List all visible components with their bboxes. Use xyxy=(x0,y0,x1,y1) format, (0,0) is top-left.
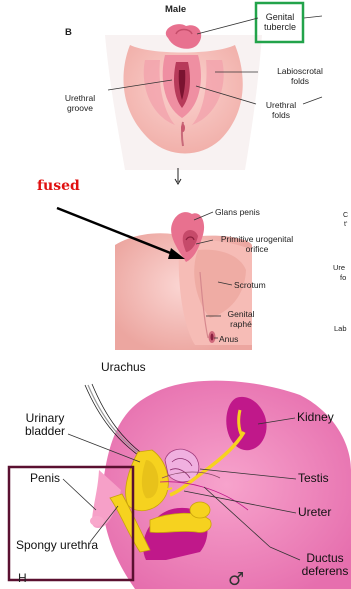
genital-tubercle-label: Genital tubercle xyxy=(258,12,302,32)
penis-label: Penis xyxy=(30,472,60,485)
panel-b-letter: B xyxy=(65,28,72,38)
scrotum-label: Scrotum xyxy=(234,280,266,290)
ductus-deferens-label: Ductus deferens xyxy=(300,552,350,578)
male-symbol-icon: ♂ xyxy=(228,571,244,589)
cut-label-fo: fo xyxy=(340,273,346,283)
panel-h-letter: H xyxy=(18,571,27,585)
cut-label-t: t‘ xyxy=(344,220,348,230)
fused-annotation: fused xyxy=(37,178,80,194)
anus-label: Anus xyxy=(219,334,238,344)
kidney-label: Kidney xyxy=(297,411,334,424)
ureter-label: Ureter xyxy=(298,506,331,519)
panel-b-illustration xyxy=(105,24,262,170)
middle-illustration xyxy=(115,212,252,350)
genital-raphe-label: Genital raphé xyxy=(222,309,260,329)
testis-label: Testis xyxy=(298,472,329,485)
urethral-folds-label: Urethral folds xyxy=(258,100,304,120)
spongy-urethra-label: Spongy urethra xyxy=(16,539,98,552)
cut-label-ure: Ure xyxy=(333,263,345,273)
urinary-bladder-label: Urinary bladder xyxy=(22,412,68,438)
labioscrotal-folds-label: Labioscrotal folds xyxy=(260,66,340,86)
cut-label-lab: Lab xyxy=(334,324,347,334)
urethral-groove-label: Urethral groove xyxy=(55,93,105,113)
glans-penis-label: Glans penis xyxy=(215,207,260,217)
urachus-label: Urachus xyxy=(101,361,146,374)
primitive-urogenital-orifice-label: Primitive urogenital orifice xyxy=(211,234,303,254)
panel-b-heading: Male xyxy=(165,5,186,15)
down-arrow xyxy=(175,168,181,184)
